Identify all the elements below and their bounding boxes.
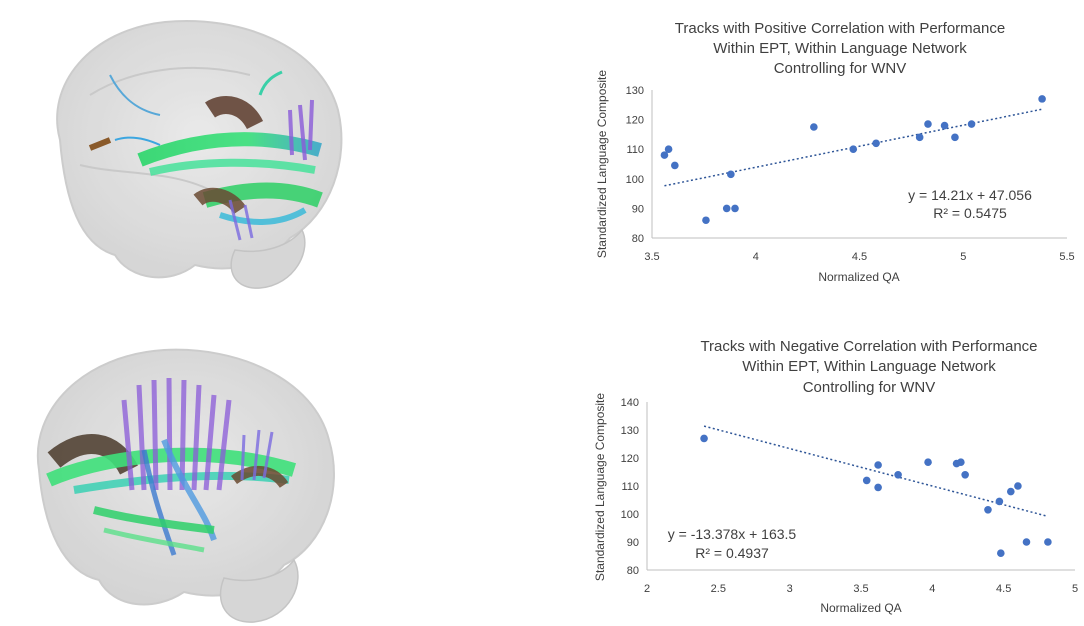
data-point	[664, 145, 673, 153]
x-tick-label: 4.5	[852, 251, 867, 263]
y-tick-label: 130	[621, 425, 639, 437]
data-point	[951, 133, 959, 142]
data-point	[727, 170, 735, 179]
data-points	[660, 95, 1046, 225]
data-point	[702, 216, 710, 225]
data-point	[862, 476, 871, 485]
data-point	[961, 471, 969, 479]
x-tick-label: 3.5	[853, 583, 868, 595]
trendline-equation: y = 14.21x + 47.056	[908, 187, 1032, 203]
trendline-r-squared: R² = 0.4937	[695, 545, 769, 561]
data-point	[671, 161, 679, 170]
data-point	[997, 549, 1005, 557]
data-points	[700, 434, 1052, 557]
y-tick-labels: 80 90 100 110 120 130 140	[621, 397, 639, 577]
y-tick-label: 110	[626, 144, 644, 156]
chart-title-line-3: Controlling for WNV	[774, 60, 907, 77]
x-tick-label: 5.5	[1059, 251, 1074, 263]
data-point	[957, 458, 965, 466]
brain-tractography-positive	[56, 20, 343, 289]
x-tick-label: 3.5	[644, 251, 659, 263]
x-tick-label: 4	[753, 251, 759, 263]
data-point	[731, 204, 739, 213]
y-tick-label: 120	[621, 453, 639, 465]
x-tick-label: 5	[1072, 583, 1078, 595]
data-point	[1038, 95, 1046, 103]
chart-title-line-2: Within EPT, Within Language Network	[742, 358, 996, 375]
brain-outline	[56, 20, 343, 289]
y-tick-labels: 80 90 100 110 120 130	[626, 85, 644, 245]
x-tick-label: 2.5	[711, 583, 726, 595]
scatter-chart-positive: Tracks with Positive Correlation with Pe…	[595, 20, 1075, 284]
fiber-tracts	[88, 70, 323, 241]
data-point	[810, 123, 818, 131]
chart-title-line-2: Within EPT, Within Language Network	[713, 40, 967, 57]
x-tick-label: 5	[960, 251, 966, 263]
brain-tractography-negative	[36, 348, 335, 623]
data-point	[940, 121, 949, 130]
chart-title-line-1: Tracks with Negative Correlation with Pe…	[700, 338, 1037, 355]
data-point	[967, 120, 976, 128]
chart-title-line-1: Tracks with Positive Correlation with Pe…	[675, 20, 1005, 37]
x-axis-label: Normalized QA	[820, 601, 901, 615]
data-point	[874, 461, 882, 469]
y-tick-label: 90	[632, 203, 644, 215]
x-tick-label: 2	[644, 583, 650, 595]
data-point	[660, 151, 669, 159]
y-tick-label: 90	[627, 537, 639, 549]
x-tick-label: 4.5	[996, 583, 1011, 595]
data-point	[924, 120, 932, 128]
y-tick-label: 100	[626, 174, 644, 186]
data-point	[849, 145, 858, 153]
data-point	[874, 483, 882, 492]
data-point	[700, 434, 708, 443]
data-point	[924, 458, 932, 466]
y-tick-label: 130	[626, 85, 644, 97]
data-point	[915, 133, 924, 142]
y-axis-label: Standardized Language Composite	[593, 393, 607, 581]
y-tick-label: 140	[621, 397, 639, 409]
chart-title-line-3: Controlling for WNV	[803, 379, 936, 396]
fiber-tracts	[46, 377, 297, 556]
x-tick-labels: 2 2.5 3 3.5 4 4.5 5	[644, 583, 1078, 595]
y-tick-label: 120	[626, 115, 644, 127]
scatter-chart-negative: Tracks with Negative Correlation with Pe…	[593, 338, 1078, 615]
x-tick-label: 4	[929, 583, 935, 595]
y-axis-label: Standardized Language Composite	[595, 70, 609, 258]
y-tick-label: 100	[621, 509, 639, 521]
y-tick-label: 110	[621, 481, 639, 493]
data-point	[1022, 538, 1031, 546]
data-point	[995, 497, 1004, 506]
data-point	[894, 471, 902, 479]
y-tick-label: 80	[632, 233, 644, 245]
x-tick-label: 3	[787, 583, 793, 595]
x-tick-labels: 3.5 4 4.5 5 5.5	[644, 251, 1074, 263]
trendline-equation: y = -13.378x + 163.5	[668, 526, 797, 542]
data-point	[722, 204, 731, 213]
trendline-r-squared: R² = 0.5475	[933, 205, 1007, 221]
trendline	[703, 425, 1049, 518]
data-point	[984, 506, 992, 514]
data-point	[1044, 538, 1052, 546]
data-point	[872, 139, 880, 148]
y-tick-label: 80	[627, 565, 639, 577]
data-point	[1007, 487, 1015, 496]
x-axis-label: Normalized QA	[818, 270, 899, 284]
data-point	[1014, 482, 1022, 490]
